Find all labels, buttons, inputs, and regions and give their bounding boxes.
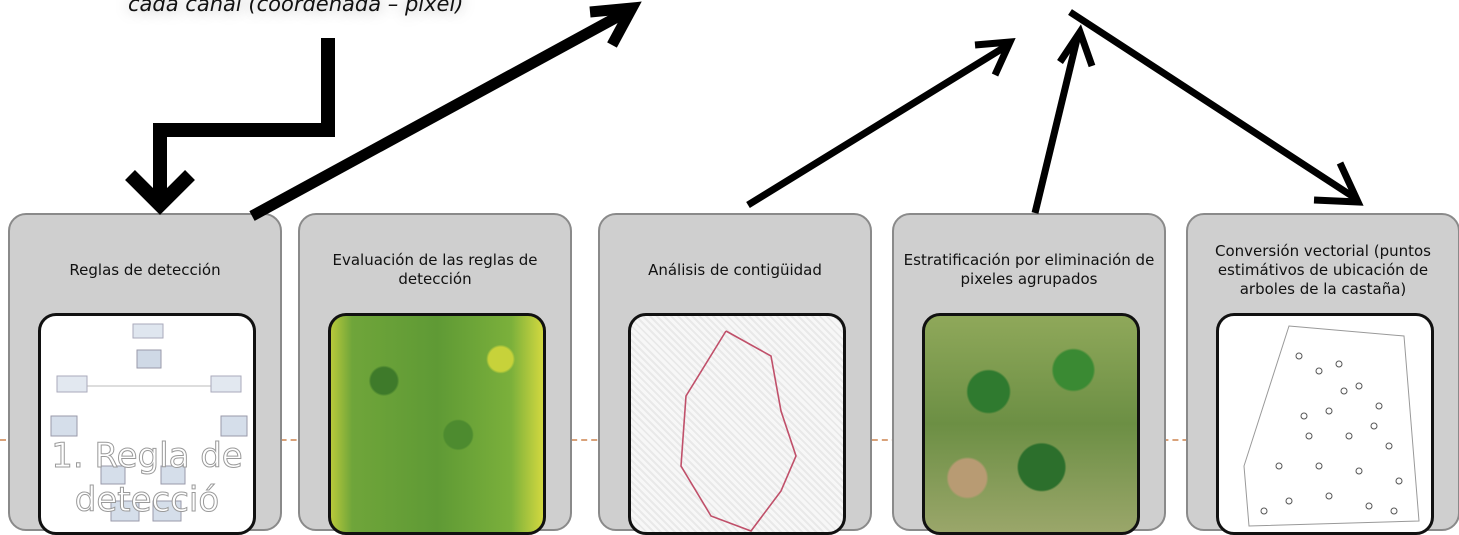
arrow-up-right-2 (746, 38, 1016, 208)
step-title: Evaluación de las reglas de detección (332, 251, 538, 288)
step-title: Estratificación por eliminación de pixel… (903, 251, 1155, 288)
flowchart-sketch-icon (50, 323, 248, 522)
step-title: Análisis de contigüidad (648, 260, 822, 279)
rule-evaluation-thumbnail (328, 313, 546, 535)
step-card-rule-evaluation: Evaluación de las reglas de detección (298, 213, 572, 535)
vector-points-thumbnail (1216, 313, 1434, 535)
tree-points-map-icon (1243, 325, 1420, 527)
step-card-contiguity-analysis: Análisis de contigüidad (598, 213, 872, 535)
step-title: Reglas de detección (69, 260, 221, 279)
step-card-vector-conversion: Conversión vectorial (puntos estimátivos… (1186, 213, 1459, 535)
top-caption: cada canal (coordenada – pixel) (128, 0, 464, 16)
elbow-arrow-to-detection (125, 38, 335, 215)
step-title: Conversión vectorial (puntos estimátivos… (1215, 241, 1431, 298)
boundary-outline-icon (680, 330, 797, 532)
arrow-down-right (1068, 9, 1364, 206)
step-card-detection-rules: Reglas de detección 1. Regla de detecció (8, 213, 282, 535)
detection-rule-overlay-text: 1. Regla de detecció (51, 436, 243, 521)
detection-rules-thumbnail: 1. Regla de detecció (38, 313, 256, 535)
arrow-up-right-1 (249, 1, 642, 221)
arrow-up-center (1031, 24, 1096, 214)
